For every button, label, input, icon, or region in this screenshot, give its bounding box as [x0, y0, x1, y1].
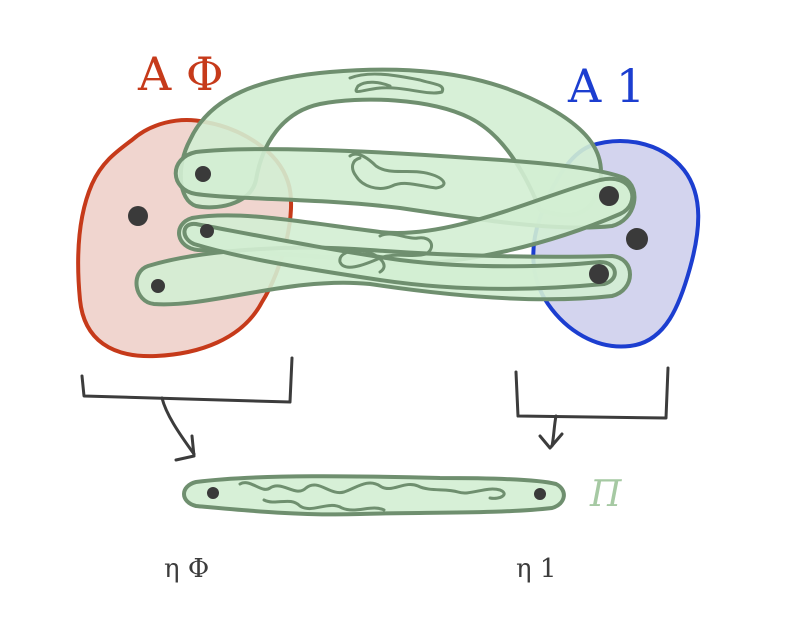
scribble-top: [348, 72, 445, 95]
dot-a0-left: [128, 206, 148, 226]
arrowhead-a0: [174, 434, 196, 462]
scribble-low: [338, 232, 434, 274]
label-a1: A 1: [567, 59, 645, 113]
label-eta0: η Φ: [164, 554, 209, 584]
dot-a0-middle: [200, 224, 214, 238]
dot-a1-right: [626, 228, 648, 250]
dot-a1-bottom: [589, 264, 609, 284]
scribble-mid: [348, 152, 446, 190]
dot-a0-top: [195, 166, 211, 182]
scribble-bottom: [238, 481, 506, 512]
label-a0: A Φ: [137, 47, 224, 101]
dot-a1-top: [599, 186, 619, 206]
dot-eta1: [534, 488, 546, 500]
bracket-a1: [514, 366, 670, 420]
label-eta1: η 1: [516, 554, 556, 584]
dot-eta0: [207, 487, 219, 499]
label-pi: Π: [589, 474, 622, 515]
arrowhead-a1: [538, 432, 564, 450]
dot-a0-bottom: [151, 279, 165, 293]
arrow-a0: [160, 396, 196, 456]
bracket-a0: [80, 356, 294, 404]
